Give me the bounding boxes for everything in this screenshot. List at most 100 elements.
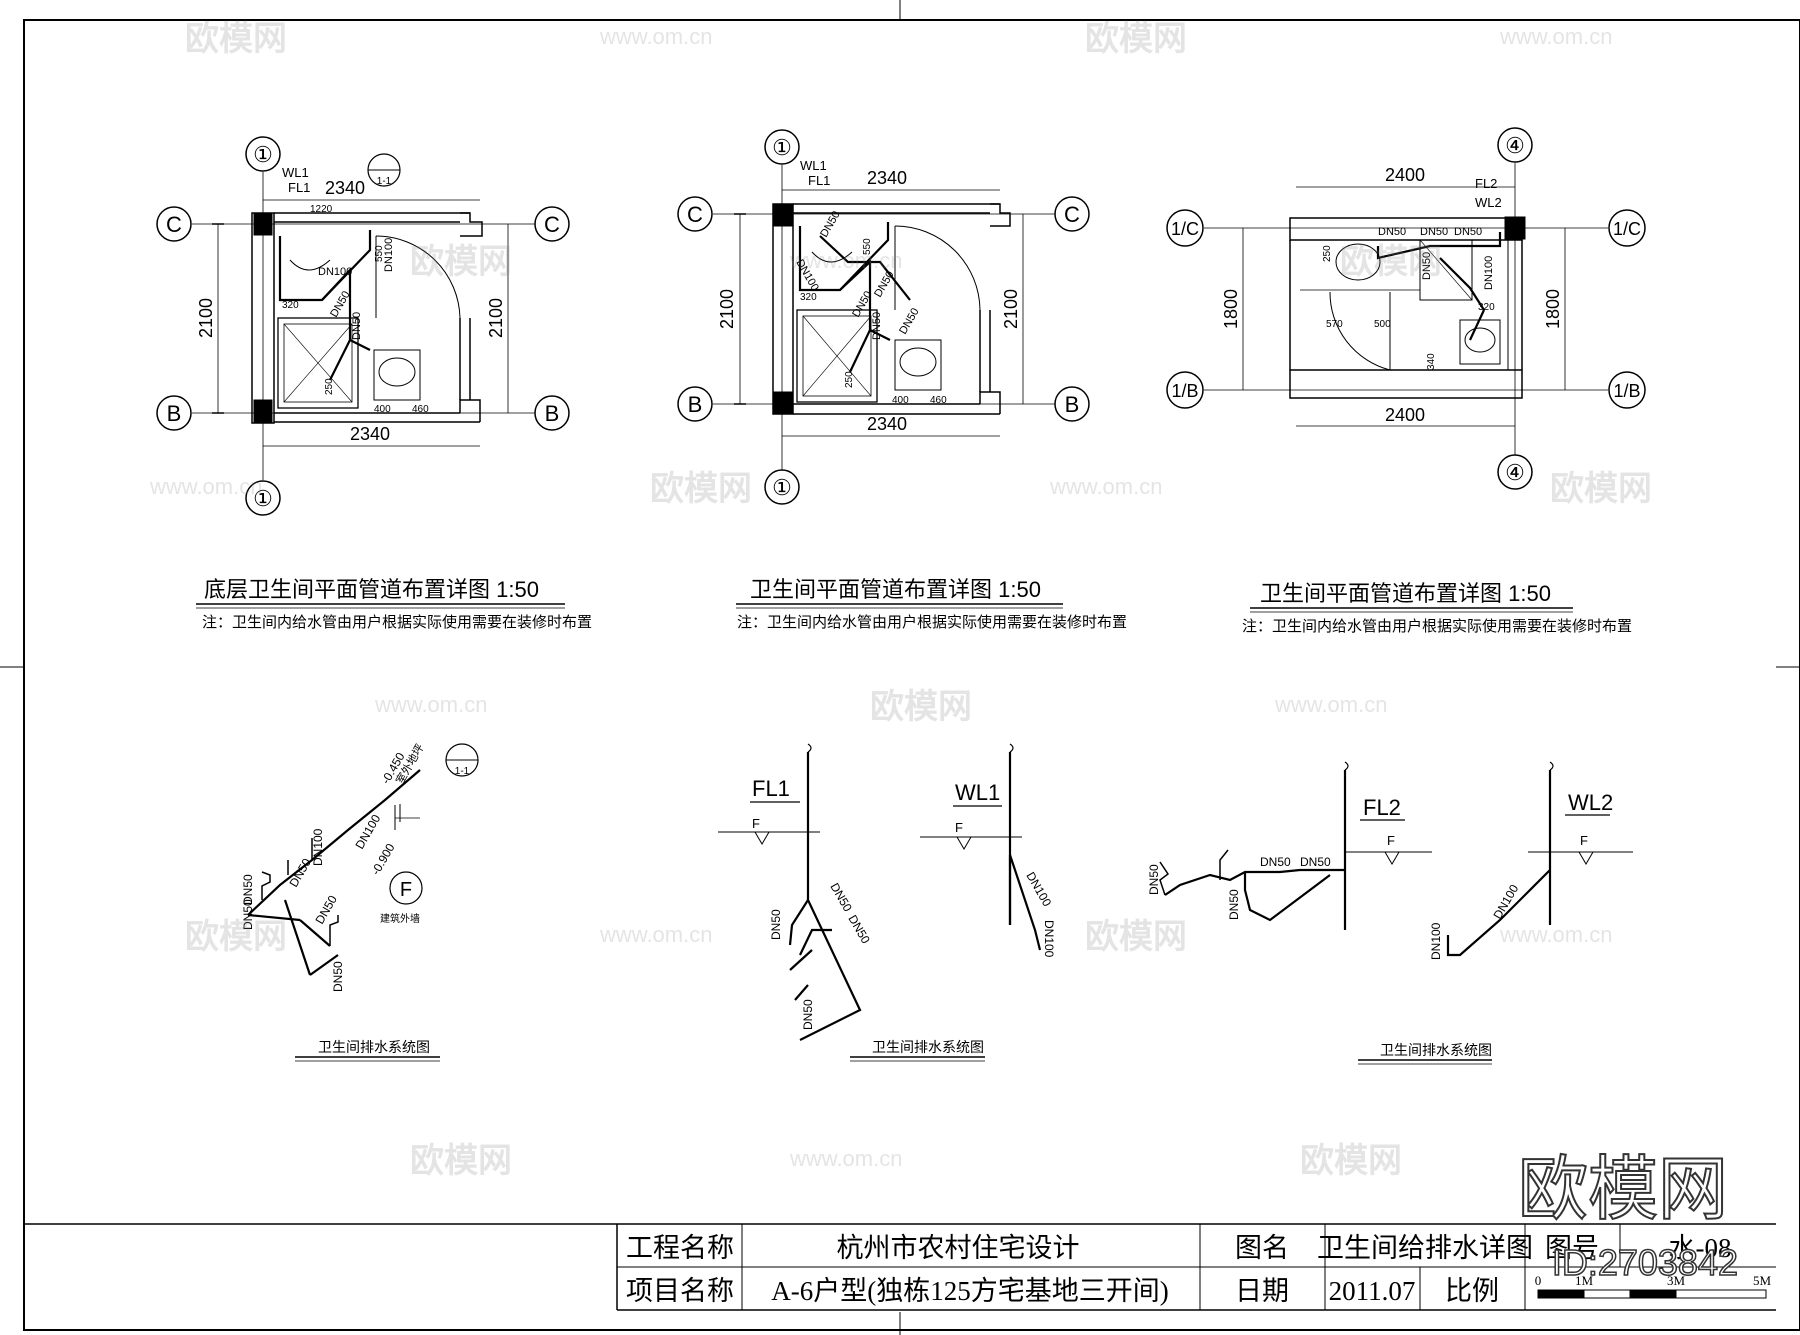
system-title: 卫生间排水系统图	[872, 1039, 984, 1055]
watermark-site: www.om.cn	[599, 24, 712, 49]
watermark-logo: 欧模网	[1300, 1142, 1402, 1180]
system-label: DN100	[1042, 920, 1056, 958]
plan-note: 注：卫生间内给水管由用户根据实际使用需要在装修时布置	[737, 614, 1127, 631]
stack-label: WL2	[1568, 790, 1613, 815]
title-block: 工程名称 杭州市农村住宅设计 图名 卫生间给排水详图 图号 水-08 项目名称 …	[24, 1223, 1776, 1311]
dim-right: 2100	[486, 298, 506, 338]
plan-note: 注：卫生间内给水管由用户根据实际使用需要在装修时布置	[1242, 618, 1632, 635]
pipe-label: DN100	[383, 238, 395, 272]
grid-bubble-right-top: C	[1064, 202, 1080, 227]
watermark-site: www.om.cn	[149, 474, 262, 499]
pipe-label: DN50	[1420, 226, 1448, 238]
watermark-site: www.om.cn	[789, 1146, 902, 1171]
plan-3: ④ ④ 1/C 1/B 1/C 1/B 1800 1800	[1166, 127, 1646, 635]
watermark-id: ID:2703842	[1552, 1242, 1738, 1283]
pipe-label: DN50	[1421, 252, 1433, 280]
system-label: DN50	[845, 913, 873, 947]
watermark-logo: 欧模网	[410, 1142, 512, 1180]
pipe-label: FL1	[288, 180, 310, 195]
pipe-label: 340	[1426, 353, 1437, 370]
grid-bubble-top: ①	[253, 142, 273, 167]
system-label: DN50	[1260, 855, 1291, 869]
date-value: 2011.07	[1329, 1276, 1416, 1306]
dim-bottom: 2340	[350, 424, 390, 444]
floor-mark: F	[1580, 833, 1588, 848]
dim-bottom: 2400	[1385, 405, 1425, 425]
grid-bubble-top: ④	[1505, 133, 1525, 158]
watermark-logo: 欧模网	[1550, 470, 1652, 508]
project-value: 杭州市农村住宅设计	[837, 1233, 1080, 1263]
dim-bottom: 2340	[867, 414, 907, 434]
scale-tick: 1M	[1575, 1273, 1594, 1288]
watermark-site: www.om.cn	[1049, 474, 1162, 499]
item-label: 项目名称	[626, 1276, 734, 1306]
pipe-label: WL1	[282, 165, 309, 180]
grid-bubble-bottom: ①	[253, 486, 273, 511]
dim-left: 2100	[717, 289, 737, 329]
grid-bubble-left-bottom: 1/B	[1171, 381, 1198, 401]
system-label: DN50	[801, 999, 815, 1030]
grid-bubble-right-top: 1/C	[1613, 219, 1641, 239]
system-label: DN100	[311, 828, 325, 866]
drawing-no-label: 图号	[1545, 1233, 1599, 1263]
stack-label: FL2	[1363, 795, 1401, 820]
watermark-logo: 欧模网	[1085, 918, 1187, 956]
item-value: A-6户型(独栋125方宅基地三开间)	[771, 1276, 1168, 1306]
pipe-label: DN50	[351, 312, 363, 340]
watermark-logo: 欧模网	[650, 470, 752, 508]
pipe-label: 1220	[310, 204, 333, 215]
watermark-logo: 欧模网	[870, 688, 972, 726]
pipe-label: DN50	[871, 312, 883, 340]
project-label: 工程名称	[626, 1233, 734, 1263]
pipe-label: 460	[412, 404, 429, 415]
grid-bubble-left-top: C	[687, 202, 703, 227]
dim-right: 1800	[1543, 289, 1563, 329]
grid-bubble-right-bottom: B	[1065, 392, 1080, 417]
system-label: DN50	[241, 899, 255, 930]
pipe-label: FL2	[1475, 176, 1497, 191]
dim-top: 2340	[325, 178, 365, 198]
plan-title: 底层卫生间平面管道布置详图 1:50	[204, 577, 539, 602]
dim-right: 2100	[1001, 289, 1021, 329]
watermark-logo: 欧模网	[185, 918, 287, 956]
pipe-label: 550	[862, 238, 873, 255]
scale-tick: 5M	[1753, 1273, 1772, 1288]
system-label: DN50	[331, 961, 345, 992]
pipe-label: 570	[1326, 319, 1343, 330]
pipe-label: 400	[892, 395, 909, 406]
system-label: DN50	[312, 893, 340, 927]
scale-bar: 0 1M 3M 5M	[1535, 1273, 1772, 1299]
scale-tick: 0	[1535, 1273, 1542, 1288]
system-label: DN50	[241, 874, 255, 905]
grid-bubble-left-top: C	[166, 212, 182, 237]
plan-note: 注：卫生间内给水管由用户根据实际使用需要在装修时布置	[202, 614, 592, 631]
pipe-label: DN50	[1454, 226, 1482, 238]
dim-left: 1800	[1221, 289, 1241, 329]
system-label: DN50	[1227, 889, 1241, 920]
drawing-name-value: 卫生间给排水详图	[1317, 1233, 1533, 1263]
plan-title: 卫生间平面管道布置详图 1:50	[1260, 581, 1551, 606]
watermark-brand-text: 欧模网	[1518, 1150, 1728, 1228]
watermark: 欧模网 www.om.cn 欧模网 www.om.cn 欧模网 www.om.c…	[149, 20, 1652, 1180]
pipe-label: 500	[1374, 319, 1391, 330]
pipe-label: FL1	[808, 173, 830, 188]
system-label: -0.900	[368, 841, 397, 878]
drawing-name-label: 图名	[1235, 1233, 1289, 1263]
system-3: FL2 F DN50 DN50 DN50 DN50 WL2 F DN100 DN…	[1147, 761, 1633, 1065]
pipe-label: 250	[324, 378, 335, 395]
floor-mark: F	[1387, 833, 1395, 848]
scale-label: 比例	[1445, 1276, 1499, 1306]
grid-bubble-left-top: 1/C	[1171, 219, 1199, 239]
watermark-site: www.om.cn	[1274, 692, 1387, 717]
watermark-site: www.om.cn	[1499, 922, 1612, 947]
system-label: DN100	[1023, 870, 1054, 910]
stack-label: FL1	[752, 776, 790, 801]
system-label: DN100	[352, 812, 383, 852]
stack-label: WL1	[955, 780, 1000, 805]
pipe-label: 550	[374, 245, 385, 262]
pipe-label: DN50	[1378, 226, 1406, 238]
system-label: DN100	[1429, 922, 1443, 960]
pipe-label: WL2	[1475, 195, 1502, 210]
watermark-site: www.om.cn	[789, 248, 902, 273]
